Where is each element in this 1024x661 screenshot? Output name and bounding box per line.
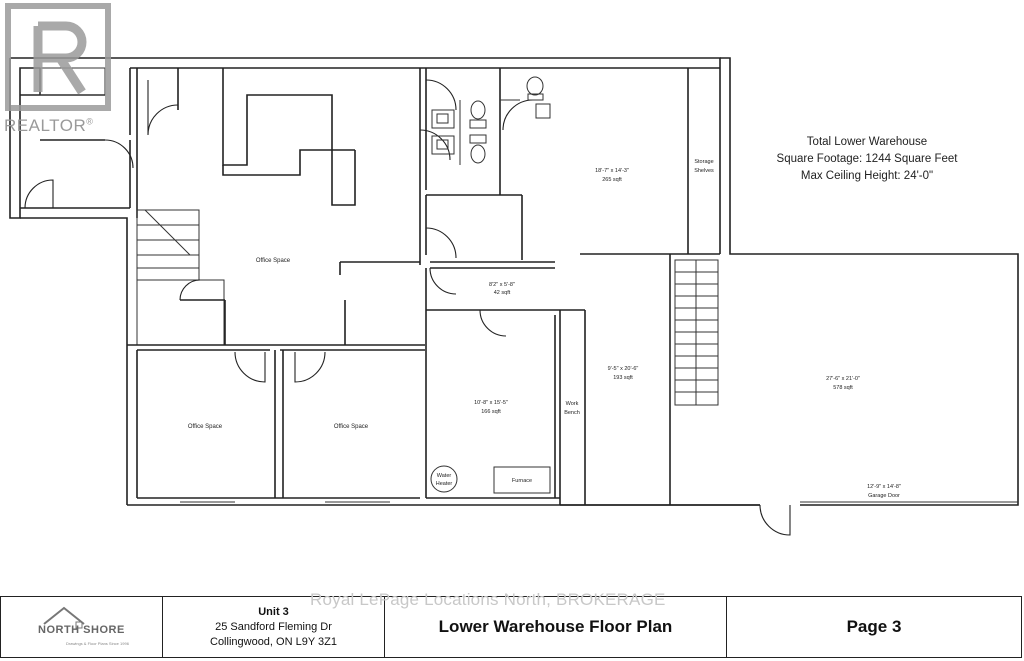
garage-door-label: Garage Door <box>868 493 900 499</box>
company-logo-subtext: Drawings & Floor Plans Since 1996 <box>66 641 129 646</box>
summary-block: Total Lower Warehouse Square Footage: 12… <box>777 136 959 182</box>
company-logo-text: NORTH SHORE <box>38 624 125 636</box>
mech-room-area: 166 sqft <box>481 409 501 415</box>
storage-label: Storage <box>694 159 713 165</box>
room-labels: Office Space Office Space Office Space 8… <box>188 159 901 499</box>
company-logo-cell <box>1 597 163 657</box>
office-left-label: Office Space <box>188 424 223 430</box>
heater-label: Heater <box>436 481 453 487</box>
reception-counter <box>222 68 356 206</box>
plan-title: Lower Warehouse Floor Plan <box>385 597 727 657</box>
realtor-watermark-text: REALTOR® <box>4 116 93 136</box>
top-room-area: 265 sqft <box>602 177 622 183</box>
bench-label: Bench <box>564 410 580 416</box>
garage-door-dims: 12'-9" x 14'-8" <box>867 484 901 490</box>
floor-plan: Office Space Office Space Office Space 8… <box>9 57 1019 536</box>
mechanical-fixtures <box>430 465 551 494</box>
garage-area: 578 sqft <box>833 385 853 391</box>
mid-room-area: 193 sqft <box>613 375 633 381</box>
realtor-word: REALTOR <box>4 116 87 135</box>
work-label: Work <box>566 401 579 407</box>
washroom-fixtures <box>431 76 551 165</box>
summary-line-3: Max Ceiling Height: 24'-0" <box>801 170 933 182</box>
summary-line-1: Total Lower Warehouse <box>807 136 927 148</box>
unit-label: Unit 3 <box>258 605 289 618</box>
doors <box>179 79 791 536</box>
city-label: Collingwood, ON L9Y 3Z1 <box>210 635 337 648</box>
furnace-label: Furnace <box>512 478 532 484</box>
shelves-label: Shelves <box>694 168 714 174</box>
mech-room-dims: 10'-8" x 15'-5" <box>474 400 508 406</box>
street-label: 25 Sandford Fleming Dr <box>215 620 332 633</box>
top-room-dims: 18'-7" x 14'-3" <box>595 168 629 174</box>
registered-mark: ® <box>86 116 94 127</box>
house-logo-icon <box>43 606 85 629</box>
hall-area: 42 sqft <box>494 290 511 296</box>
outer-walls <box>9 57 1019 506</box>
stairs-left <box>136 209 225 346</box>
mid-room-dims: 9'-5" x 20'-6" <box>608 366 639 372</box>
title-block: Unit 3 25 Sandford Fleming Dr Collingwoo… <box>0 596 1022 658</box>
summary-line-2: Square Footage: 1244 Square Feet <box>777 153 959 165</box>
office-main-label: Office Space <box>256 258 291 264</box>
page-number: Page 3 <box>846 617 902 636</box>
realtor-logo <box>5 3 111 111</box>
address-cell: Unit 3 25 Sandford Fleming Dr Collingwoo… <box>163 597 385 657</box>
office-right-label: Office Space <box>334 424 369 430</box>
garage-dims: 27'-6" x 21'-0" <box>826 376 860 382</box>
water-label: Water <box>437 473 452 479</box>
interior-walls <box>127 68 586 505</box>
stairs-right <box>674 259 719 406</box>
hall-dims: 8'2" x 5'-8" <box>489 282 515 288</box>
